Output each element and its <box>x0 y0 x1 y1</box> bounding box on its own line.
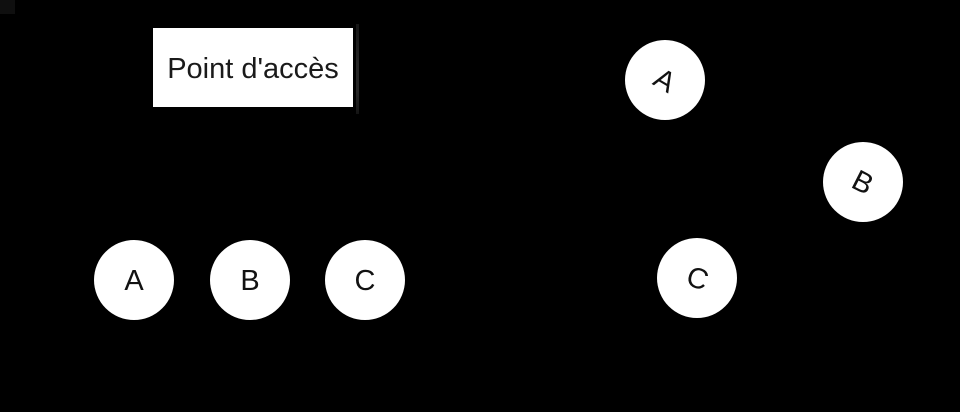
infra-station-a-label: A <box>124 264 144 297</box>
corner-artifact <box>0 0 15 14</box>
infra-station-c-label: C <box>354 264 376 297</box>
access-point-shadow <box>356 24 359 114</box>
access-point-label: Point d'accès <box>167 52 339 85</box>
infra-station-b: B <box>210 240 290 320</box>
access-point-box: Point d'accès <box>153 28 353 107</box>
infra-station-b-label: B <box>240 264 260 297</box>
adhoc-station-b: B <box>823 142 903 222</box>
adhoc-station-c: C <box>657 238 737 318</box>
adhoc-station-c-label: C <box>681 259 712 298</box>
adhoc-station-a: A <box>625 40 705 120</box>
infra-station-c: C <box>325 240 405 320</box>
adhoc-station-b-label: B <box>846 163 879 202</box>
adhoc-station-a-label: A <box>648 61 682 100</box>
infra-station-a: A <box>94 240 174 320</box>
